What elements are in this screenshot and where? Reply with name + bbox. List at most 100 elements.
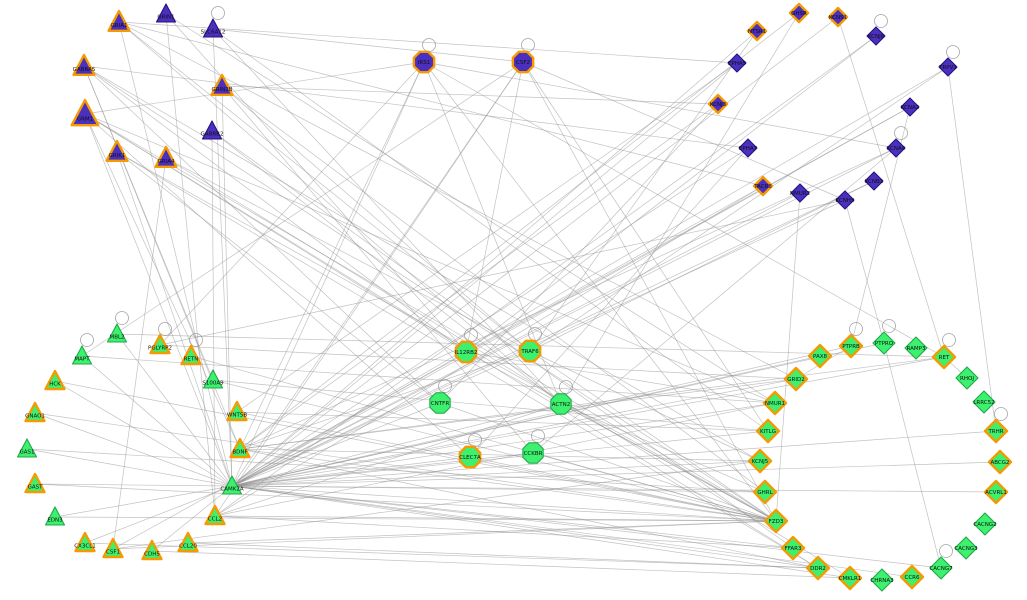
- edge-KCNA2-CAMK2A: [231, 106, 911, 487]
- edge-TACR3-IL12RB2: [465, 185, 764, 353]
- edge-TRPV1-TRAF6: [529, 66, 949, 352]
- edge-CSF2-CAMK2A: [231, 61, 524, 487]
- self-loop-KCNJ6: [874, 14, 888, 28]
- edge-KCNJ3-CNTFR: [439, 103, 719, 404]
- edge-KCNH5-CAMK2A: [231, 199, 846, 487]
- self-loop-PTPRB: [849, 322, 863, 336]
- node-shape-triangle: [106, 323, 128, 343]
- edge-HCK-CAMK2A: [54, 380, 233, 487]
- edge-ACTN2-FZD3: [560, 403, 777, 522]
- edge-CAMK2A-KCNJ5: [231, 460, 761, 487]
- self-loop-PGLYRP2: [158, 322, 172, 336]
- node-shape-triangle: [229, 437, 251, 459]
- edge-NMUR2-FZD3: [775, 192, 801, 522]
- node-shape-octagon: [458, 445, 482, 469]
- self-loop-CNTFR: [438, 379, 452, 393]
- node-shape-diamond: [929, 556, 953, 580]
- node-shape-triangle: [221, 475, 243, 495]
- node-shape-diamond: [931, 344, 957, 370]
- edge-BDNF-RET: [239, 356, 945, 450]
- edge-GRIK1-CAMK2A: [116, 151, 233, 487]
- edge-EPHA7-CLEC7A: [469, 147, 749, 458]
- edge-GRIN1-CCL2: [165, 13, 216, 517]
- node-TRAF6[interactable]: TRAF6: [518, 339, 542, 363]
- node-shape-octagon: [550, 393, 572, 415]
- edge-CAMK2A-PTPRB: [231, 345, 852, 487]
- node-shape-triangle: [202, 18, 224, 38]
- edge-IRS1-PGLYRP2: [159, 61, 425, 346]
- edge-GRIK1-CNTFR: [116, 151, 441, 404]
- node-shape-diamond: [886, 138, 906, 158]
- edge-S100A9-FZD3: [212, 379, 777, 522]
- node-CSF2[interactable]: CSF2: [511, 50, 535, 74]
- edge-EDN3-CAMK2A: [54, 485, 233, 518]
- node-IL12RB2[interactable]: IL12RB2: [455, 340, 478, 364]
- node-shape-triangle: [24, 401, 46, 423]
- edge-WNT5B-FZD3: [236, 411, 777, 522]
- node-shape-diamond: [837, 565, 863, 591]
- node-shape-diamond: [752, 175, 774, 197]
- edge-GRIN1-IL12RB2: [165, 13, 467, 353]
- edge-GABRA5-IL12RB2: [83, 65, 467, 353]
- node-shape-diamond: [838, 333, 864, 359]
- edge-CCL2-NMUR1: [214, 402, 776, 517]
- edge-CSF1-KCNJ5: [112, 460, 761, 550]
- edge-KCNS1-CAMK2A: [231, 16, 839, 487]
- node-shape-triangle: [70, 98, 100, 127]
- edge-GABRA5-S100A9: [83, 65, 214, 381]
- edge-GNAO1-FZD3: [34, 412, 777, 522]
- node-shape-diamond: [864, 171, 884, 191]
- edge-KCNA4-CAMK2A: [231, 147, 897, 487]
- edge-CAMK2A-MBL2: [116, 333, 233, 487]
- node-shape-diamond: [835, 190, 855, 210]
- edge-TRAF6-KCNJ5: [529, 350, 761, 462]
- edge-TRPV1-TRHR: [947, 66, 997, 432]
- self-loop-MAPT: [80, 333, 94, 347]
- node-shape-diamond: [954, 536, 978, 560]
- node-shape-diamond: [752, 479, 778, 505]
- node-shape-diamond: [790, 183, 810, 203]
- node-CLEC7A[interactable]: CLEC7A: [458, 445, 482, 469]
- node-shape-diamond: [972, 390, 996, 414]
- edge-GAS1-CAMK2A: [26, 448, 233, 487]
- edge-IRS1-BDNF: [239, 61, 425, 450]
- node-shape-triangle: [154, 145, 178, 169]
- node-shape-octagon: [429, 392, 451, 414]
- edge-IL12RB2-NMUR1: [465, 351, 776, 404]
- node-shape-diamond: [755, 418, 781, 444]
- node-shape-triangle: [226, 400, 248, 422]
- node-shape-diamond: [783, 366, 809, 392]
- edge-CAMK2A-FFAR3: [231, 485, 794, 549]
- node-shape-diamond: [872, 331, 896, 355]
- self-loop-ACTN2: [559, 380, 573, 394]
- node-IRS1[interactable]: IRS1: [412, 50, 436, 74]
- edge-IRS1-FZD3: [423, 61, 777, 522]
- edge-RETN-FZD3: [190, 355, 777, 522]
- self-loop-RETN: [189, 333, 203, 347]
- node-shape-triangle: [44, 369, 66, 391]
- edge-GRIN2B-TRAF6: [221, 85, 531, 352]
- edge-PTPRO-CACNG7: [883, 342, 942, 569]
- edge-KCNA2-CSF1: [112, 106, 911, 550]
- edge-GNAO1-CAMK2A: [34, 412, 233, 487]
- node-shape-triangle: [102, 537, 124, 559]
- node-ACTN2[interactable]: ACTN2: [550, 393, 572, 415]
- node-CNTFR[interactable]: CNTFR: [429, 392, 451, 414]
- node-shape-diamond: [780, 535, 806, 561]
- node-CCKBR[interactable]: CCKBR: [522, 442, 544, 464]
- edge-CCL20-FZD3: [187, 520, 777, 544]
- node-shape-octagon: [522, 442, 544, 464]
- node-shape-triangle: [155, 3, 177, 23]
- edge-KCNA4-BDNF: [239, 147, 897, 450]
- edge-CCL2-FFAR3: [214, 515, 794, 549]
- self-loop-CACNG7: [939, 544, 953, 558]
- node-shape-triangle: [44, 506, 66, 526]
- edge-GRIA4-CSF1: [112, 157, 167, 550]
- edge-GRM1-IRS1: [84, 61, 425, 115]
- self-loop-RET: [942, 333, 956, 347]
- edge-SLC6A12-CSF2: [212, 28, 524, 63]
- self-loop-SLC6A12: [211, 6, 225, 20]
- edge-GRIA4-CMKLR1: [165, 157, 851, 579]
- edge-CAMK2A-MAPT: [81, 355, 233, 487]
